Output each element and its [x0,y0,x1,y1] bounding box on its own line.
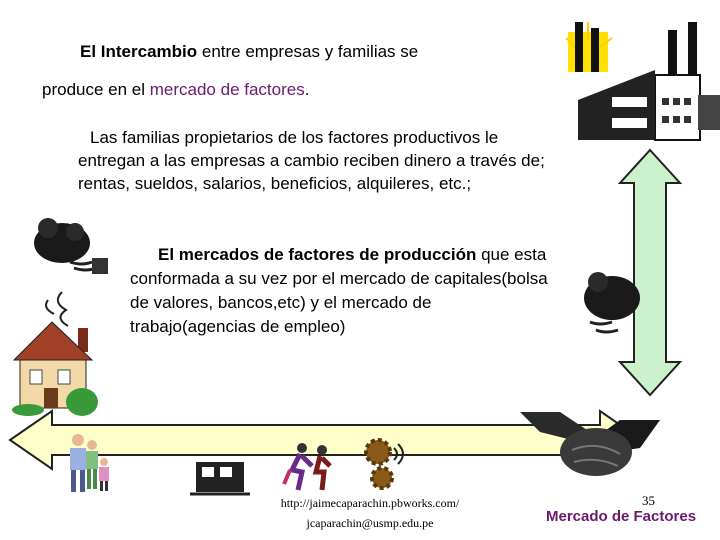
money-bag-icon [34,218,108,274]
factor-market-heading: El mercados de factores de producción [158,245,477,264]
handshake-icon [520,412,660,476]
intro-line-2-end: . [304,80,310,99]
factor-market-paragraph: El mercados de factores de producción qu… [130,243,560,339]
factor-market-text: que esta conformada a su vez por el merc… [130,245,548,336]
intro-line-2: produce en el mercado de factores. [42,80,309,100]
families-paragraph: Las familias propietarios de los factore… [78,128,545,193]
factory-icon [565,22,720,141]
footer-url[interactable]: http://jaimecaparachin.pbworks.com/ [280,496,460,510]
footer-contact: http://jaimecaparachin.pbworks.com/ jcap… [255,493,485,533]
money-bag-icon [584,272,640,334]
train-icon [190,462,250,496]
intro-line-2-start: produce en el [42,80,150,99]
gears-icon [364,438,404,490]
intro-line-1-text: entre empresas y familias se [197,42,419,61]
page-number: 35 [642,493,655,508]
intro-line-1: El Intercambio entre empresas y familias… [80,42,418,62]
family-icon [70,434,109,492]
slide-caption: Mercado de Factores [546,508,697,525]
intro-bold-term: El Intercambio [80,42,198,61]
highlight-term: mercado de factores [149,80,305,99]
house-icon [12,291,98,416]
footer-email[interactable]: jcaparachin@usmp.edu.pe [306,516,434,530]
workers-icon [282,443,332,491]
vertical-double-arrow [617,148,683,397]
